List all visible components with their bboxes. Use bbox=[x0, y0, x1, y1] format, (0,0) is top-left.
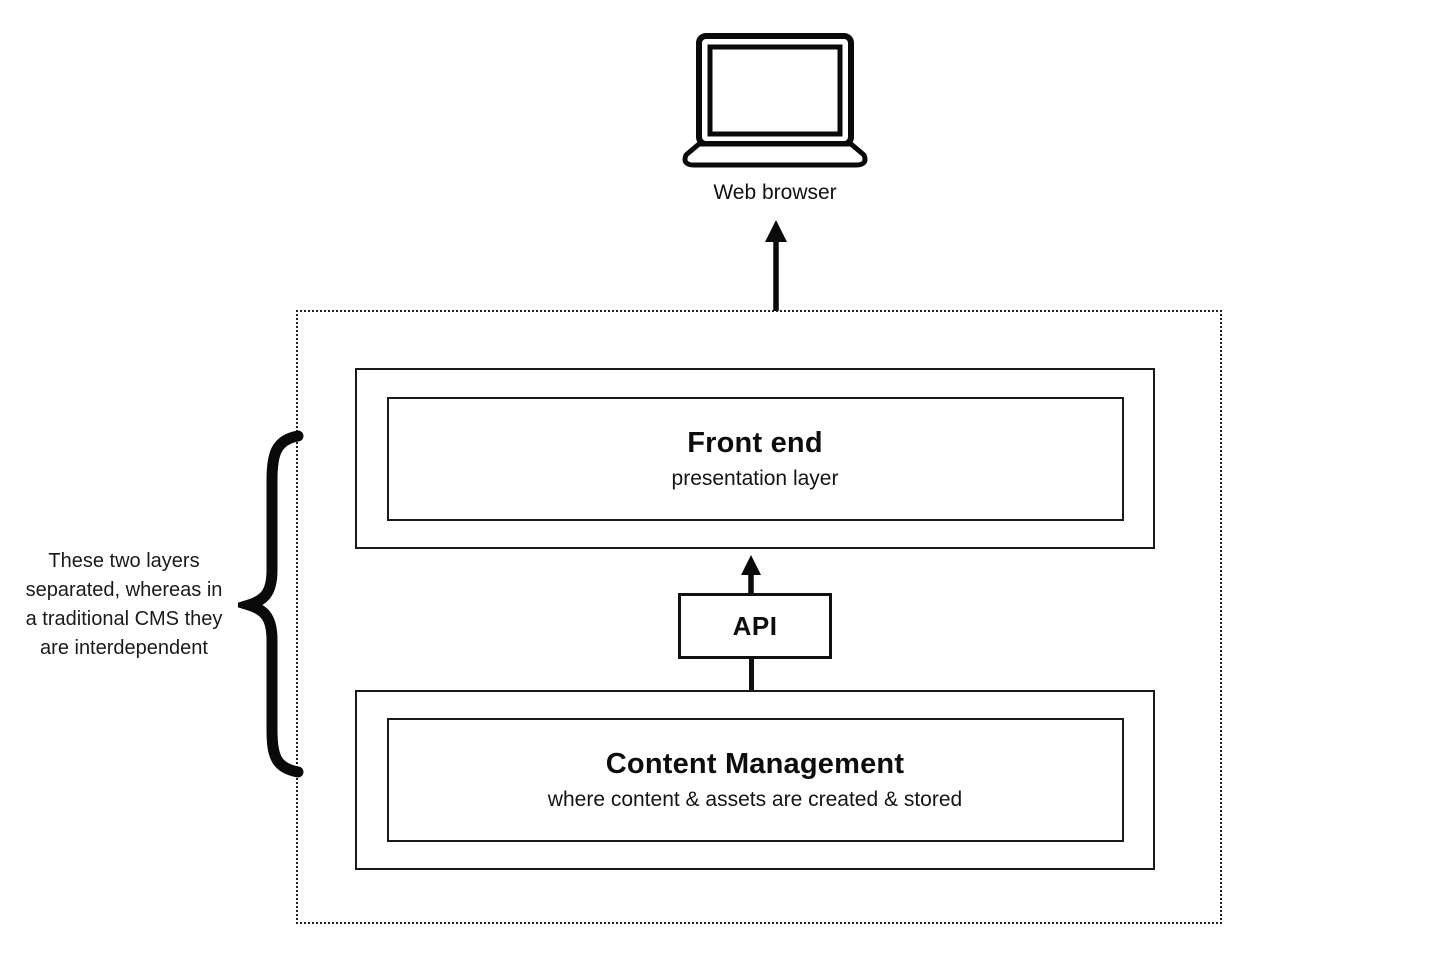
content-management-title: Content Management bbox=[605, 748, 905, 780]
content-management-inner-box: Content Management where content & asset… bbox=[386, 718, 1124, 842]
annotation-text: These two layers separated, whereas in a… bbox=[2, 547, 246, 663]
front-end-inner-box: Front end presentation layer bbox=[386, 396, 1124, 521]
annotation-line: separated, whereas in bbox=[25, 579, 223, 601]
cms-to-api-connector bbox=[749, 656, 754, 692]
laptop-icon bbox=[682, 33, 868, 168]
front-end-box: Front end presentation layer bbox=[355, 368, 1155, 549]
content-management-subtitle: where content & assets are created & sto… bbox=[547, 788, 963, 811]
web-browser-label: Web browser bbox=[713, 181, 837, 204]
api-label: API bbox=[732, 610, 778, 641]
front-end-title: Front end bbox=[687, 426, 823, 459]
front-end-subtitle: presentation layer bbox=[671, 466, 839, 490]
api-box: API bbox=[678, 593, 832, 659]
annotation-line: are interdependent bbox=[40, 637, 208, 659]
arrow-up-api-to-frontend-icon bbox=[741, 555, 761, 595]
arrow-up-to-browser-icon bbox=[765, 220, 787, 311]
annotation-line: These two layers bbox=[48, 550, 200, 572]
content-management-box: Content Management where content & asset… bbox=[355, 690, 1155, 870]
curly-brace-icon bbox=[238, 430, 304, 778]
headless-cms-boundary bbox=[296, 310, 1222, 924]
annotation-line: a traditional CMS they bbox=[25, 608, 223, 630]
